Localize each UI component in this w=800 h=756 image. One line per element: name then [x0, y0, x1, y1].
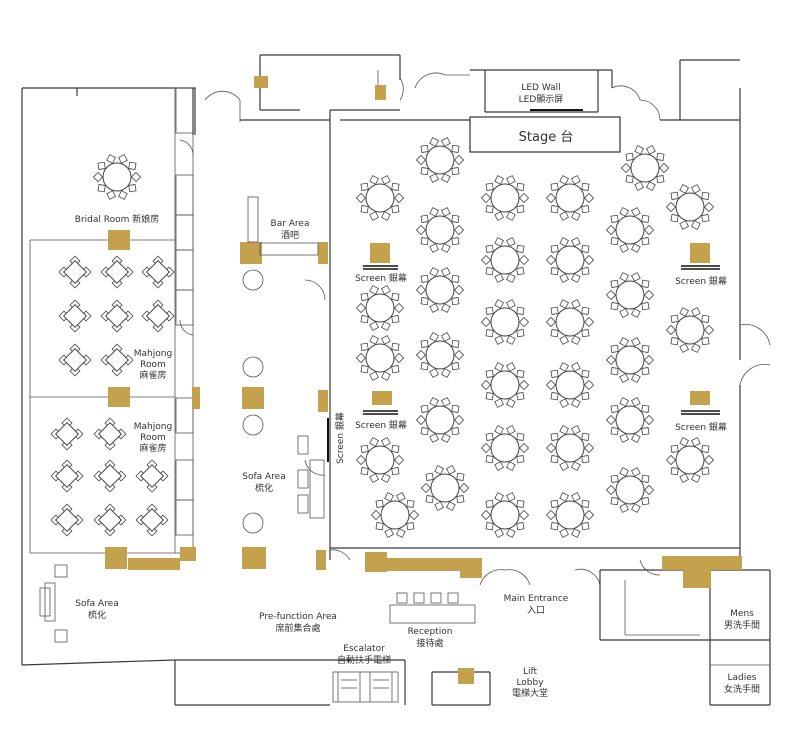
stage-label: Stage 台 [519, 130, 574, 145]
round-table [355, 175, 405, 221]
mahjong-table [58, 343, 92, 377]
screen-label-left: Screen 銀幕 [355, 272, 407, 284]
mahjong-table [93, 459, 127, 493]
left-sofa-label: Sofa Area [75, 599, 118, 609]
lobby-label: Lobby [516, 678, 544, 688]
escalator [332, 671, 399, 703]
bridal-room-table [92, 154, 142, 200]
round-table [665, 307, 715, 353]
mahjong-room-2-label: Mahjong [134, 422, 172, 432]
mahjong-table [100, 299, 134, 333]
round-table [665, 437, 715, 483]
round-table [415, 137, 465, 183]
mahjong-table [100, 255, 134, 289]
round-table [355, 437, 405, 483]
bar-area-label-zh: 酒吧 [281, 230, 299, 241]
round-table [605, 272, 655, 318]
mahjong-tables [50, 255, 175, 537]
round-table [415, 207, 465, 253]
round-table [355, 285, 405, 331]
round-table [420, 465, 470, 511]
main-entrance-label: Main Entrance [504, 594, 569, 604]
mahjong-table [135, 503, 169, 537]
screen-label-right2: Screen 銀幕 [675, 421, 727, 433]
mahjong-table [50, 417, 84, 451]
mahjong-table [58, 299, 92, 333]
mahjong-table [141, 299, 175, 333]
round-table [480, 237, 530, 283]
bridal-room-label: Bridal Room 新娘房 [75, 213, 159, 225]
round-table [620, 145, 670, 191]
mahjong-table [58, 255, 92, 289]
stage [469, 116, 621, 153]
round-table [480, 492, 530, 538]
mahjong-table [50, 459, 84, 493]
ladies-label-zh: 女洗手間 [724, 683, 760, 695]
round-table [665, 184, 715, 230]
round-table [545, 237, 595, 283]
mens-label: Mens [730, 609, 754, 619]
mahjong-room-1-zh: 麻雀房 [139, 369, 166, 381]
round-table [415, 332, 465, 378]
led-wall-label: LED Wall [521, 83, 560, 93]
ladies-label: Ladies [728, 673, 757, 683]
round-table [605, 207, 655, 253]
mens-label-zh: 男洗手間 [724, 619, 760, 631]
screens [327, 109, 720, 462]
lobby-label-zh: 電梯大堂 [512, 687, 548, 699]
escalator-label: Escalator [343, 644, 385, 654]
columns [105, 76, 742, 684]
mahjong-table [141, 255, 175, 289]
led-wall-label-zh: LED顯示屏 [519, 94, 564, 105]
round-table [545, 175, 595, 221]
bar-area [242, 196, 325, 534]
walls [21, 54, 771, 706]
reception-label: Reception [408, 627, 453, 637]
reception-desk [389, 592, 476, 624]
round-table [355, 335, 405, 381]
mahjong-table [93, 503, 127, 537]
mahjong-room-1-room: Room [140, 360, 166, 370]
sofa-area-label-zh: 梳化 [255, 482, 273, 494]
prefunction-label: Pre-function Area [259, 612, 337, 622]
screen-label-left2: Screen 銀幕 [355, 419, 407, 431]
round-table [480, 362, 530, 408]
round-table [480, 425, 530, 471]
escalator-label-zh: 自動扶手電梯 [337, 654, 391, 666]
round-table [605, 337, 655, 383]
round-table [92, 154, 142, 200]
sofa-area-label: Sofa Area [242, 472, 285, 482]
mahjong-table [50, 503, 84, 537]
mahjong-room-2-room: Room [140, 433, 166, 443]
prefunction-label-zh: 席前集合處 [275, 622, 320, 634]
mahjong-table [93, 417, 127, 451]
mahjong-room-1-label: Mahjong [134, 349, 172, 359]
left-sofa-furniture [39, 564, 68, 643]
mahjong-table [100, 343, 134, 377]
round-table [480, 175, 530, 221]
bar-area-label: Bar Area [271, 219, 310, 229]
round-table [545, 492, 595, 538]
mahjong-room-2-zh: 麻雀房 [139, 442, 166, 454]
round-table [545, 425, 595, 471]
lift-label: Lift [523, 667, 538, 677]
screen-label-right: Screen 銀幕 [675, 275, 727, 287]
main-entrance-label-zh: 入口 [527, 605, 545, 616]
left-sofa-label-zh: 梳化 [88, 609, 106, 621]
round-table [480, 299, 530, 345]
round-table [605, 467, 655, 513]
reception-label-zh: 接待處 [416, 637, 443, 649]
round-table [415, 267, 465, 313]
mahjong-table [135, 459, 169, 493]
round-table [605, 397, 655, 443]
ballroom-tables [355, 137, 715, 538]
screen-label-vertical: Screen 銀幕 [334, 412, 346, 464]
round-table [545, 299, 595, 345]
round-table [415, 397, 465, 443]
round-table [545, 362, 595, 408]
round-table [370, 492, 420, 538]
